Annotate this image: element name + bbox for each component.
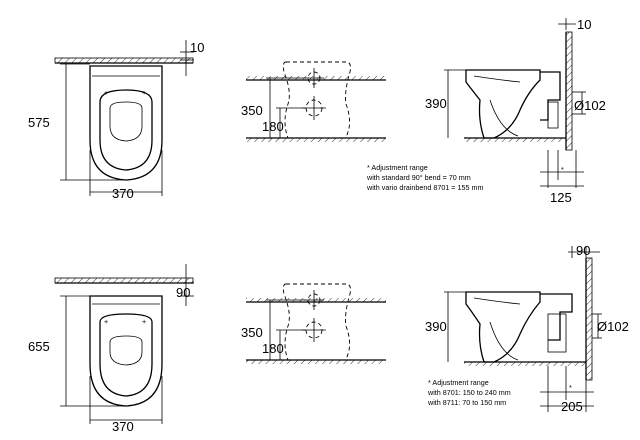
bottom-side-outlet-label: 205: [561, 399, 583, 414]
bowl-outline: [89, 65, 163, 181]
svg-text:+: +: [104, 88, 108, 97]
bottom-front-lower-height-label: 180: [262, 341, 284, 356]
wall-hatch: [54, 277, 194, 284]
top-plan-depth-label: 575: [28, 115, 50, 130]
top-front-upper-height-label: 350: [241, 103, 263, 118]
top-plan-offset-label: 10: [190, 40, 204, 55]
bottom-plan-offset-label: 90: [176, 285, 190, 300]
bottom-side-offset-label: 90: [576, 243, 590, 258]
top-side-outlet-label: 125: [550, 190, 572, 205]
top-note-title: * Adjustment range: [367, 163, 428, 172]
bottom-side-height-label: 390: [425, 319, 447, 334]
top-side-asterisk: *: [561, 165, 564, 174]
bottom-note-line1: with 8701: 150 to 240 mm: [427, 388, 511, 397]
drain-pipe: [540, 293, 573, 341]
pan-outline: [282, 283, 351, 361]
bottom-note-line2: with 8711: 70 to 150 mm: [427, 398, 506, 407]
bottom-plan-width-label: 370: [112, 419, 134, 434]
top-front-lower-height-label: 180: [262, 119, 284, 134]
pan-side-outline: [465, 291, 541, 363]
bowl-inner: [99, 89, 153, 171]
top-plan-width-label: 370: [112, 186, 134, 201]
top-side-offset-label: 10: [577, 17, 591, 32]
top-plan-view: + + 575 370 10: [28, 40, 204, 201]
pan-outline: [282, 61, 351, 139]
svg-text:+: +: [142, 88, 146, 97]
bowl-outline: [89, 295, 163, 407]
top-note-line1: with standard 90° bend = 70 mm: [366, 173, 471, 182]
bottom-side-pipe-diameter-label: Ø102: [597, 319, 629, 334]
bottom-side-asterisk: *: [569, 383, 572, 392]
top-side-height-label: 390: [425, 96, 447, 111]
top-front-view: 350 180: [241, 61, 386, 142]
svg-text:+: +: [104, 317, 108, 326]
bottom-side-view: 390 Ø102 90 * 205 * Adjustment range wit…: [425, 243, 629, 414]
top-note-line2: with vario drainbend 8701 = 155 mm: [366, 183, 483, 192]
wall-hatch: [54, 57, 194, 64]
bottom-front-upper-height-label: 350: [241, 325, 263, 340]
bowl-inner: [99, 313, 153, 397]
bottom-plan-depth-label: 655: [28, 339, 50, 354]
svg-text:+: +: [142, 317, 146, 326]
wall-hatch: [565, 31, 573, 151]
bottom-note-title: * Adjustment range: [428, 378, 489, 387]
top-side-pipe-diameter-label: Ø102: [574, 98, 606, 113]
top-side-view: 390 Ø102 10 * 125 * Adjustment range wit…: [366, 17, 606, 205]
drain-pipe: [540, 71, 561, 121]
wall-hatch: [585, 257, 593, 381]
pan-side-outline: [465, 69, 541, 139]
bottom-plan-view: + + 655 370 90: [28, 264, 194, 434]
bottom-front-view: 350 180: [241, 283, 386, 364]
